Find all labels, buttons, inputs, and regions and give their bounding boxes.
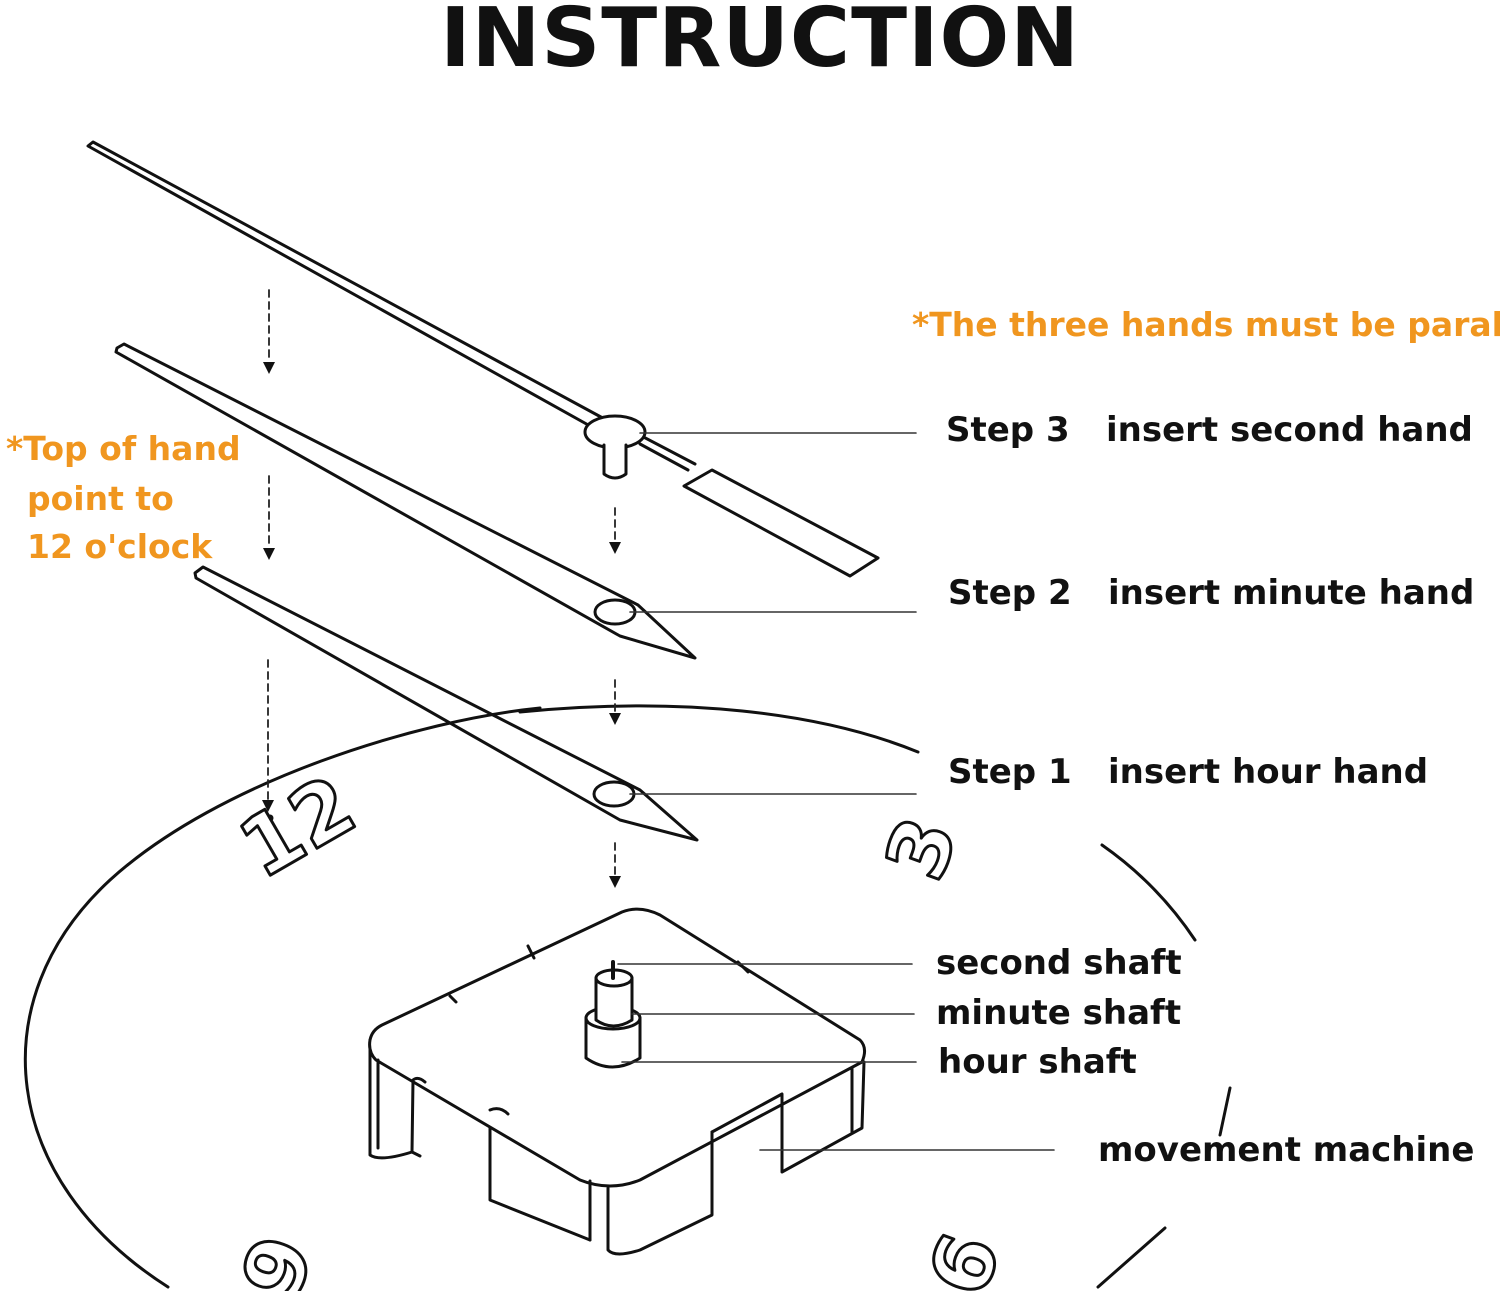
leader-lines — [617, 432, 1055, 1151]
drop-arrows — [267, 289, 616, 881]
dial-number-9: 9 — [224, 1224, 333, 1291]
movement-machine-label: movement machine — [1098, 1130, 1475, 1170]
note-parallel: *The three hands must be parallel — [912, 305, 1500, 344]
minute-hand — [114, 342, 697, 660]
step-3-label: Step 3 — [946, 410, 1070, 450]
dial-number-12: 12 — [225, 758, 371, 897]
minute-shaft-label: minute shaft — [936, 993, 1182, 1033]
note-top-of-hand-line-2: point to — [27, 479, 174, 518]
note-top-of-hand-line-1: *Top of hand — [6, 429, 241, 468]
dial-number-3: 3 — [868, 806, 977, 892]
step-1-action: insert hour hand — [1108, 752, 1429, 792]
step-2-action: insert minute hand — [1108, 573, 1475, 613]
step-2-label: Step 2 — [948, 573, 1072, 613]
clock-face-top-arc — [518, 704, 920, 754]
clock-face-outline — [23, 706, 542, 1289]
step-3-action: insert second hand — [1106, 410, 1473, 450]
dial-number-6: 6 — [911, 1222, 1020, 1291]
clock-face-bottom-arc — [1096, 1226, 1167, 1289]
second-hand — [86, 140, 880, 578]
clock-face-right-arc — [1100, 843, 1197, 942]
shafts — [584, 960, 642, 1069]
second-shaft-label: second shaft — [936, 943, 1182, 983]
hour-shaft-label: hour shaft — [938, 1042, 1137, 1082]
note-top-of-hand-line-3: 12 o'clock — [27, 527, 213, 566]
step-1-label: Step 1 — [948, 752, 1072, 792]
movement-machine — [368, 907, 867, 1256]
clock-face-right-tick — [1218, 1086, 1232, 1137]
page-title: INSTRUCTION — [440, 0, 1080, 86]
arrowheads — [262, 362, 621, 888]
